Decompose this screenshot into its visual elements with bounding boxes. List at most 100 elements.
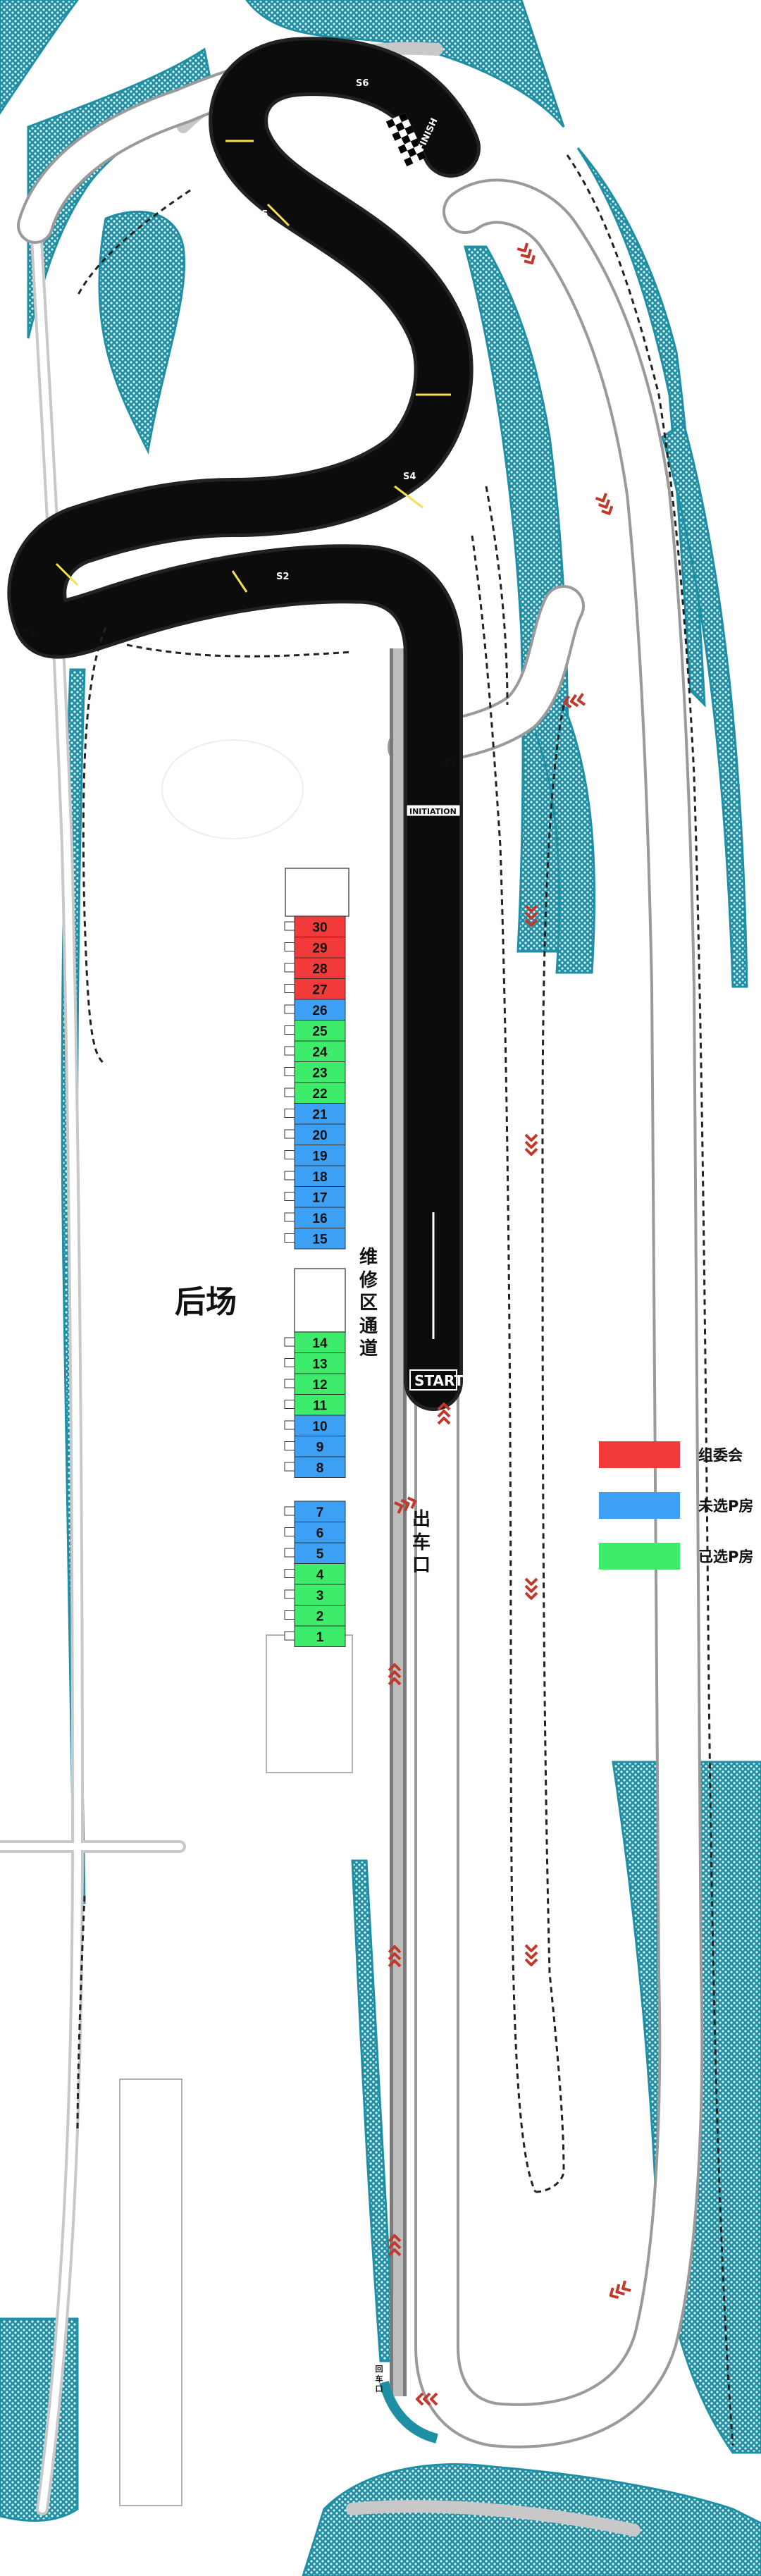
garage-18[interactable]: 18 <box>284 1165 346 1187</box>
direction-chevrons <box>388 242 631 2406</box>
garage-8[interactable]: 8 <box>284 1456 346 1478</box>
grass-top-center <box>245 0 565 128</box>
garage-box <box>294 1394 346 1416</box>
garage-27[interactable]: 27 <box>284 978 346 1000</box>
paddock-lot <box>119 2078 182 2506</box>
sector-s4: S4 <box>403 472 416 482</box>
garage-door-icon <box>284 1129 295 1139</box>
garage-30[interactable]: 30 <box>284 916 346 937</box>
garage-door-icon <box>284 1610 295 1620</box>
garage-number: 2 <box>316 1609 324 1624</box>
garage-number: 12 <box>312 1378 327 1393</box>
garage-25[interactable]: 25 <box>284 1020 346 1042</box>
garage-2[interactable]: 2 <box>284 1605 346 1627</box>
garage-22[interactable]: 22 <box>284 1082 346 1104</box>
chevron-group-8 <box>609 2280 631 2299</box>
garage-15[interactable]: 15 <box>284 1228 346 1250</box>
garage-17[interactable]: 17 <box>284 1186 346 1208</box>
finish-flag <box>383 113 426 168</box>
garage-door-icon <box>284 942 295 951</box>
chevron-group-9 <box>437 1403 451 1425</box>
sector-s2: S2 <box>276 572 289 582</box>
garage-21[interactable]: 21 <box>284 1103 346 1125</box>
garage-door-icon <box>284 1358 295 1367</box>
garage-door-icon <box>284 1441 295 1450</box>
sector-s6: S6 <box>356 78 369 89</box>
garage-16[interactable]: 16 <box>284 1207 346 1228</box>
garage-box <box>294 1061 346 1083</box>
garage-13[interactable]: 13 <box>284 1352 346 1374</box>
garage-number: 20 <box>312 1128 327 1143</box>
blue-swatch <box>599 1492 680 1519</box>
legend-item-unselected: 未选P房 <box>599 1492 754 1519</box>
garage-door-icon <box>284 1004 295 1014</box>
garage-door-icon <box>284 1420 295 1430</box>
garage-door-icon <box>284 1569 295 1578</box>
pit-entry-label: 回车口 <box>375 2365 383 2393</box>
garage-5[interactable]: 5 <box>284 1542 346 1564</box>
garage-number: 17 <box>312 1190 327 1205</box>
garage-door-icon <box>284 1025 295 1035</box>
pit-service-block <box>266 1634 353 1773</box>
sector-s3: S3 <box>23 629 35 639</box>
garage-door-icon <box>284 984 295 993</box>
legend-item-selected: 已选P房 <box>599 1543 754 1570</box>
garage-number: 10 <box>312 1419 327 1434</box>
garage-box <box>294 1352 346 1374</box>
garage-door-icon <box>284 1337 295 1347</box>
garage-door-icon <box>284 1087 295 1097</box>
garage-box <box>294 1040 346 1062</box>
garage-29[interactable]: 29 <box>284 937 346 959</box>
pit-lane <box>379 648 438 2443</box>
paddock-label: 后场 <box>175 1284 237 1320</box>
garage-box <box>294 1207 346 1228</box>
garage-box <box>294 999 346 1021</box>
garage-door-icon <box>284 921 295 931</box>
legend-label-selected: 已选P房 <box>698 1548 754 1565</box>
green-swatch <box>599 1543 680 1570</box>
garage-box <box>294 1020 346 1042</box>
garage-6[interactable]: 6 <box>284 1522 346 1543</box>
garage-9[interactable]: 9 <box>284 1436 346 1458</box>
garage-number: 14 <box>312 1336 328 1351</box>
grass-top-left <box>0 0 79 115</box>
chevron-group-1 <box>516 242 536 265</box>
garage-4[interactable]: 4 <box>284 1563 346 1585</box>
garage-28[interactable]: 28 <box>284 957 346 979</box>
garage-door-icon <box>284 1171 295 1181</box>
garage-20[interactable]: 20 <box>284 1123 346 1145</box>
garage-19[interactable]: 19 <box>284 1145 346 1166</box>
garage-number: 4 <box>316 1567 324 1582</box>
paddock-oval <box>161 739 304 839</box>
garage-1[interactable]: 1 <box>284 1625 346 1647</box>
garage-box <box>294 1331 346 1353</box>
garage-door-icon <box>284 1109 295 1118</box>
garage-26[interactable]: 26 <box>284 999 346 1021</box>
chevron-group-6 <box>524 1577 538 1600</box>
garage-number: 3 <box>316 1589 324 1603</box>
garage-3[interactable]: 3 <box>284 1584 346 1606</box>
garage-box <box>294 1605 346 1627</box>
grass-center-right-2 <box>534 703 596 974</box>
garage-24[interactable]: 24 <box>284 1040 346 1062</box>
garage-number: 29 <box>312 941 327 956</box>
garage-7[interactable]: 7 <box>284 1500 346 1522</box>
garage-door-icon <box>284 1379 295 1388</box>
garage-number: 11 <box>313 1398 328 1413</box>
garage-23[interactable]: 23 <box>284 1061 346 1083</box>
chevron-group-14 <box>416 2392 438 2406</box>
garage-number: 30 <box>312 920 327 935</box>
garage-14[interactable]: 14 <box>284 1331 346 1353</box>
garage-11[interactable]: 11 <box>284 1394 346 1416</box>
garage-door-icon <box>284 963 295 973</box>
grass-bottom-right <box>302 2463 761 2576</box>
garage-box <box>294 1082 346 1104</box>
legend-item-organizer: 组委会 <box>599 1441 754 1468</box>
garage-box <box>294 978 346 1000</box>
garage-10[interactable]: 10 <box>284 1415 346 1436</box>
garage-box <box>294 1436 346 1458</box>
garage-door-icon <box>284 1233 295 1243</box>
chevron-group-10 <box>394 1496 417 1514</box>
garage-12[interactable]: 12 <box>284 1373 346 1395</box>
